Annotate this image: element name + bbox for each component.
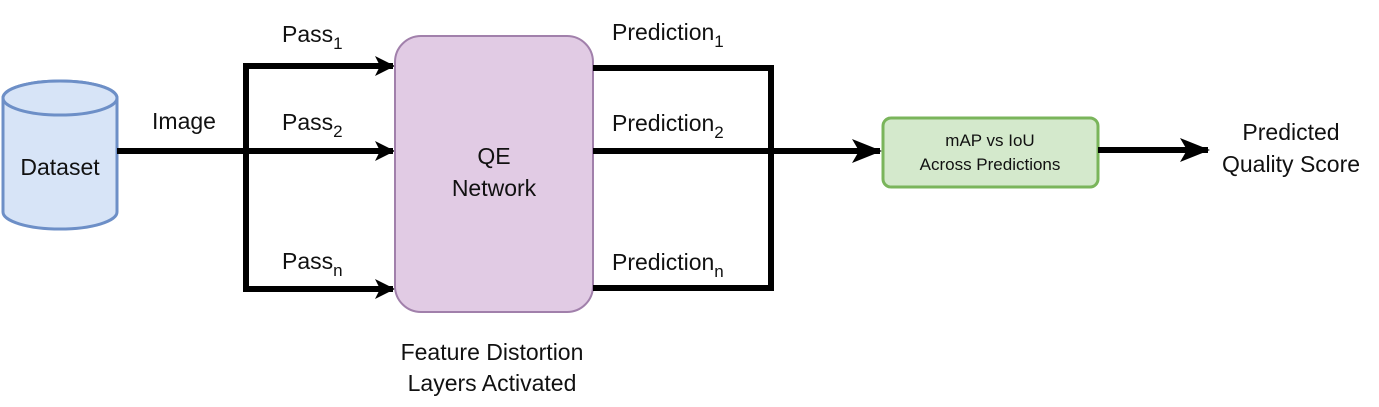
predicted-quality-score-line1: Predicted bbox=[1242, 119, 1339, 145]
map-vs-iou-label-line2: Across Predictions bbox=[920, 155, 1061, 174]
pass-1-label: Pass1 bbox=[282, 21, 343, 53]
dataset-node: Dataset bbox=[1, 79, 119, 231]
feature-distortion-caption-line2: Layers Activated bbox=[408, 370, 577, 396]
qe-network-label-line1: QE bbox=[477, 143, 510, 169]
prediction-n-label: Predictionn bbox=[612, 249, 724, 281]
qe-network-label-line2: Network bbox=[452, 175, 537, 201]
map-vs-iou-label-line1: mAP vs IoU bbox=[945, 131, 1034, 150]
qe-network-box bbox=[394, 35, 594, 313]
prediction-1-label: Prediction1 bbox=[612, 19, 724, 51]
predicted-quality-score-line2: Quality Score bbox=[1222, 151, 1360, 177]
dataset-label: Dataset bbox=[20, 154, 100, 180]
qe-network-node: QE Network bbox=[394, 35, 594, 313]
dataset-cylinder-top bbox=[1, 79, 119, 117]
output-connectors bbox=[593, 65, 882, 291]
map-vs-iou-node: mAP vs IoU Across Predictions bbox=[881, 116, 1100, 189]
feature-distortion-caption-line1: Feature Distortion bbox=[401, 339, 584, 365]
input-connectors bbox=[117, 56, 395, 299]
image-edge-label: Image bbox=[152, 108, 216, 134]
pass-n-label: Passn bbox=[282, 248, 343, 280]
map-vs-iou-box bbox=[881, 116, 1100, 189]
pass-2-label: Pass2 bbox=[282, 109, 343, 141]
prediction-2-label: Prediction2 bbox=[612, 110, 724, 142]
